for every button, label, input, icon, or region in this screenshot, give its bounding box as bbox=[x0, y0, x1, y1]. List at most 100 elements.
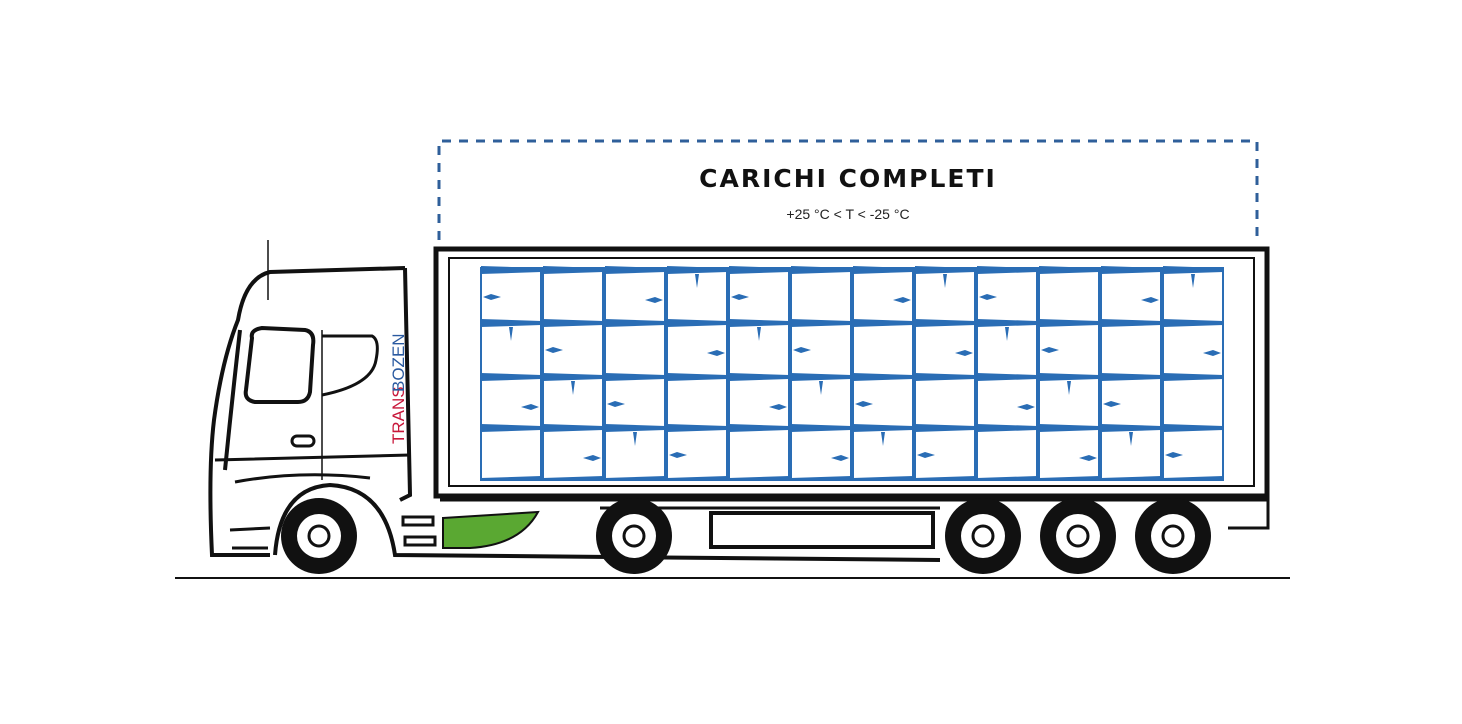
pallet-slat bbox=[1163, 476, 1223, 481]
pallet-mark bbox=[1203, 350, 1221, 356]
pallet-slat bbox=[1039, 319, 1099, 327]
pallet-slat bbox=[543, 373, 603, 381]
pallet-slat bbox=[1101, 319, 1161, 327]
truck-cab bbox=[208, 266, 413, 557]
cab-window bbox=[243, 325, 316, 404]
pallet-mark bbox=[1141, 297, 1159, 303]
pallet-mark bbox=[793, 347, 811, 353]
pallet-slat bbox=[915, 424, 975, 432]
pallet-mark bbox=[979, 294, 997, 300]
pallet-slat bbox=[915, 266, 975, 274]
pallet-slat bbox=[605, 476, 665, 481]
pallet-slat bbox=[1101, 424, 1161, 432]
pallet-slat bbox=[543, 319, 603, 327]
pallet-mark bbox=[545, 347, 563, 353]
pallet-slat bbox=[915, 476, 975, 481]
pallet-grid bbox=[480, 266, 1224, 481]
wheel bbox=[945, 498, 1021, 574]
pallet-slat bbox=[667, 373, 727, 381]
pallet-slat bbox=[605, 373, 665, 381]
pallet-slat bbox=[791, 476, 851, 481]
pallet-mark bbox=[1017, 404, 1035, 410]
pallet-slat bbox=[1039, 424, 1099, 432]
pallet-slat bbox=[605, 424, 665, 432]
transbozen-logo: TRANS BOZEN bbox=[389, 333, 408, 444]
pallet-column bbox=[1162, 266, 1224, 481]
pallet-slat bbox=[853, 373, 913, 381]
pallet-slat bbox=[481, 266, 541, 274]
pallet-mark bbox=[1079, 455, 1097, 461]
pallet-slat bbox=[977, 373, 1037, 381]
wheel bbox=[1040, 498, 1116, 574]
pallet-slat bbox=[1101, 266, 1161, 274]
cab-lower-lines bbox=[214, 453, 411, 550]
pallet-mark bbox=[1103, 401, 1121, 407]
pallet-slat bbox=[1163, 266, 1223, 274]
pallet-mark bbox=[893, 297, 911, 303]
pallet-slat bbox=[791, 266, 851, 274]
pallet-slat bbox=[729, 373, 789, 381]
pallet-mark bbox=[707, 350, 725, 356]
pallet-slat bbox=[667, 319, 727, 327]
wheel bbox=[281, 498, 357, 574]
pallet-slat bbox=[915, 373, 975, 381]
pallet-mark bbox=[1041, 347, 1059, 353]
pallet-slat bbox=[791, 319, 851, 327]
pallet-slat bbox=[1163, 424, 1223, 432]
pallet-mark bbox=[483, 294, 501, 300]
pallet-mark bbox=[509, 327, 513, 341]
pallet-slat bbox=[543, 476, 603, 481]
pallet-mark bbox=[831, 455, 849, 461]
pallet-slat bbox=[1163, 319, 1223, 327]
pallet-slat bbox=[977, 424, 1037, 432]
pallet-mark bbox=[571, 381, 575, 395]
pallet-slat bbox=[543, 424, 603, 432]
pallet-mark bbox=[1005, 327, 1009, 341]
pallet-mark bbox=[1191, 274, 1195, 288]
pallet-slat bbox=[481, 319, 541, 327]
pallet-column bbox=[790, 266, 852, 481]
pallet-slat bbox=[1101, 476, 1161, 481]
pallet-mark bbox=[583, 455, 601, 461]
pallet-slat bbox=[667, 476, 727, 481]
pallet-column bbox=[1038, 266, 1100, 481]
pallet-slat bbox=[667, 266, 727, 274]
pallet-slat bbox=[853, 424, 913, 432]
pallet-mark bbox=[881, 432, 885, 446]
pallet-slat bbox=[977, 319, 1037, 327]
step bbox=[401, 515, 435, 527]
pallet-slat bbox=[977, 266, 1037, 274]
pallet-column bbox=[852, 266, 914, 481]
pallet-slat bbox=[915, 319, 975, 327]
logo-trans: TRANS bbox=[389, 386, 408, 444]
pallet-slat bbox=[791, 424, 851, 432]
pallet-slat bbox=[853, 319, 913, 327]
pallet-column bbox=[542, 266, 604, 481]
pallet-column bbox=[728, 266, 790, 481]
pallet-slat bbox=[977, 476, 1037, 481]
pallet-mark bbox=[943, 274, 947, 288]
pallet-mark bbox=[819, 381, 823, 395]
pallet-mark bbox=[769, 404, 787, 410]
pallet-slat bbox=[853, 476, 913, 481]
pallet-mark bbox=[917, 452, 935, 458]
trailer-inner bbox=[448, 257, 1255, 487]
pallet-slat bbox=[605, 266, 665, 274]
pallet-mark bbox=[633, 432, 637, 446]
pallet-slat bbox=[667, 424, 727, 432]
wheels bbox=[281, 498, 1211, 574]
pallet-slat bbox=[729, 319, 789, 327]
pallet-slat bbox=[481, 373, 541, 381]
step bbox=[403, 535, 437, 547]
pallet-column bbox=[480, 266, 542, 481]
pallet-column bbox=[666, 266, 728, 481]
logo-bozen: BOZEN bbox=[389, 333, 408, 392]
side-window bbox=[321, 334, 379, 397]
pallet-slat bbox=[1039, 373, 1099, 381]
pallet-mark bbox=[669, 452, 687, 458]
pallet-slat bbox=[729, 424, 789, 432]
pallet-slat bbox=[791, 373, 851, 381]
door-handle bbox=[290, 434, 316, 448]
wheel bbox=[596, 498, 672, 574]
